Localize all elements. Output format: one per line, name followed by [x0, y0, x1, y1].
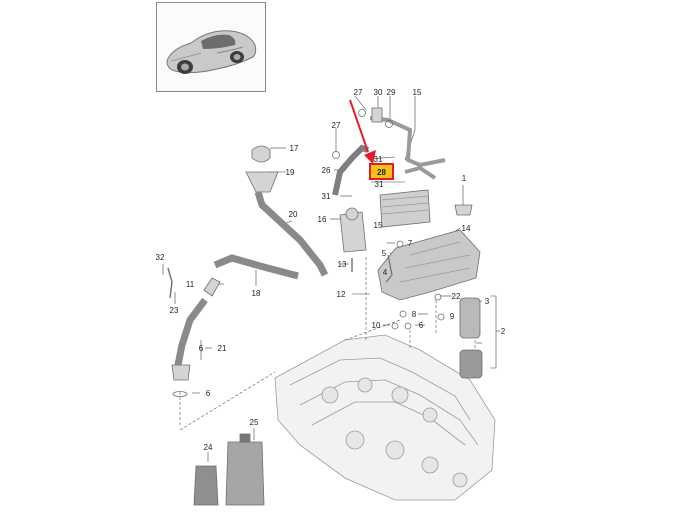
filter-housing-4: [459, 349, 483, 379]
callout-label: 27: [354, 88, 363, 97]
callout-label: 11: [186, 280, 195, 289]
seal-10: [391, 322, 399, 330]
callout-label: 27: [332, 121, 341, 130]
callout-label: 16: [318, 215, 327, 224]
callout-label: 1: [462, 174, 467, 183]
callout-label: 23: [170, 306, 179, 315]
tube-base: [171, 364, 191, 381]
callout-label: 9: [450, 312, 455, 321]
seal-8: [399, 310, 407, 318]
callout-arrow: [349, 99, 376, 164]
callout-label: 8: [412, 310, 417, 319]
sender-1: [454, 204, 473, 216]
bolt-32: [167, 267, 173, 299]
oil-filler-funnel: [245, 171, 279, 193]
callout-label: 13: [338, 260, 347, 269]
callout-label: 31: [375, 180, 384, 189]
callout-label: 22: [452, 292, 461, 301]
seal-27b: [332, 151, 340, 159]
hose-31: [404, 165, 437, 180]
callout-label: 21: [218, 344, 227, 353]
oil-filler-cap: [251, 145, 271, 163]
oil-housing-12: [377, 229, 481, 301]
callout-label: 10: [372, 321, 381, 330]
callout-label: 5: [382, 249, 387, 258]
callout-label: 6: [206, 389, 211, 398]
seal-6: [172, 391, 188, 397]
callout-label: 24: [204, 443, 213, 452]
seal-9: [437, 313, 445, 321]
highlighted-callout-28[interactable]: 28: [369, 163, 394, 180]
callout-label: 15: [374, 221, 383, 230]
callout-label: 6: [419, 321, 424, 330]
callout-label: 32: [156, 253, 165, 262]
fitting-30: [371, 107, 383, 123]
callout-label: 31: [322, 192, 331, 201]
seal-22: [434, 293, 442, 301]
oil-cooler-15: [379, 189, 431, 228]
seal-7: [396, 240, 404, 248]
callout-label: 6: [199, 344, 204, 353]
callout-label: 19: [286, 168, 295, 177]
valve-5: [385, 254, 393, 283]
callout-label: 29: [387, 88, 396, 97]
callout-label: 7: [408, 239, 413, 248]
callout-label: 17: [290, 144, 299, 153]
hose-26: [332, 144, 369, 196]
callout-28-label: 28: [377, 168, 386, 177]
bottle-24: [193, 465, 219, 506]
callout-label: 4: [383, 268, 388, 277]
callout-labels: 27 30 29 15 27 17 19 26 31 31 31 1 20 16…: [156, 88, 506, 452]
part-drawings: [167, 107, 483, 506]
seal-6b: [404, 322, 412, 330]
filler-tube-20: [254, 190, 329, 277]
callout-label: 30: [374, 88, 383, 97]
callout-label: 14: [462, 224, 471, 233]
callout-label: 20: [289, 210, 298, 219]
callout-label: 15: [413, 88, 422, 97]
sports-car-icon: [166, 30, 257, 74]
callout-label: 31: [374, 155, 383, 164]
callout-label: 25: [250, 418, 259, 427]
connector-11: [203, 277, 221, 297]
callout-label: 18: [252, 289, 261, 298]
pipe-15: [369, 116, 446, 168]
dipstick-tube-21: [174, 297, 208, 366]
seal-29: [385, 120, 393, 128]
callout-label: 12: [337, 290, 346, 299]
vehicle-thumbnail: [156, 2, 266, 92]
canister-25: [225, 441, 265, 506]
engine-block: [274, 334, 496, 501]
callout-label: 26: [322, 166, 331, 175]
filter-element-3: [459, 297, 481, 339]
seal-27a: [358, 109, 366, 117]
callout-label: 3: [485, 297, 490, 306]
callout-label: 2: [501, 327, 506, 336]
tube-18: [213, 254, 299, 280]
